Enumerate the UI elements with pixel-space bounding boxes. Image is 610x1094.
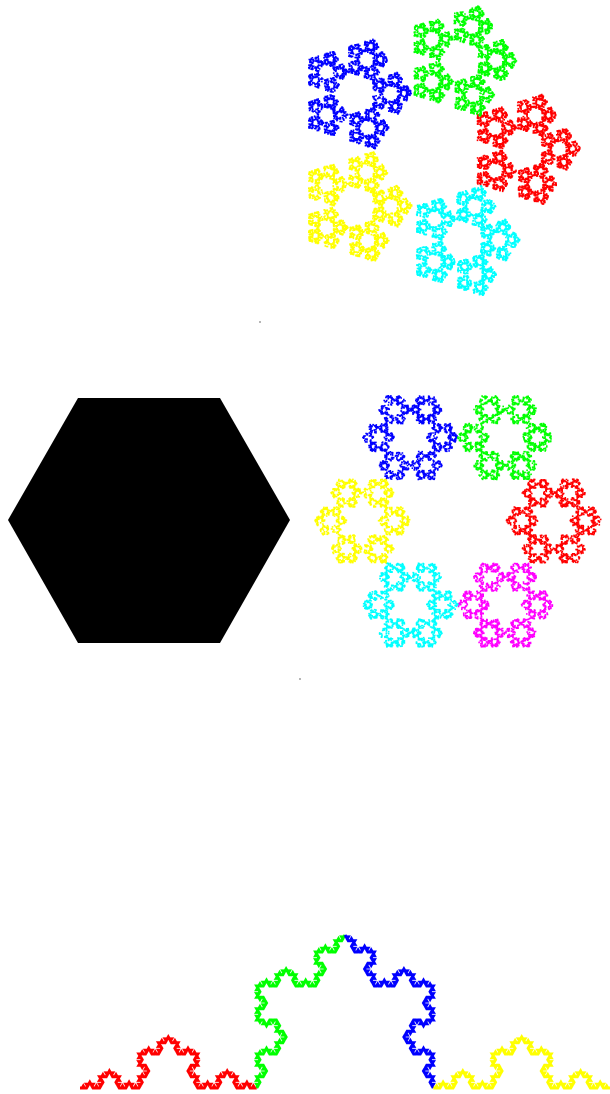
koch-segment-red [80,1037,257,1088]
pentagon-blue-region [308,39,412,150]
black-hexagon-shape [8,398,290,643]
koch-curve [80,935,610,1088]
koch-segment-green [257,935,345,1088]
hexagon-cyan-region [363,562,459,647]
pentagon-yellow-region [308,151,413,261]
pentagon-chaos-game-fractal [308,5,581,296]
koch-segment-yellow [433,1037,610,1088]
pentagon-cyan-region [416,185,521,296]
black-hexagon [8,398,290,643]
pentagon-red-region [477,94,581,205]
pentagon-green-region [413,5,517,116]
stray-dot-mark [299,678,300,679]
hexagon-green-region [457,395,552,480]
hexagon-red-region [506,478,602,563]
hexagon-yellow-region [314,479,410,564]
koch-segment-blue [345,935,433,1088]
hexagon-chaos-game-fractal [314,395,601,648]
hexagon-blue-region [362,395,458,480]
hexagon-magenta-region [457,563,553,648]
stray-dot-mark [259,321,260,322]
